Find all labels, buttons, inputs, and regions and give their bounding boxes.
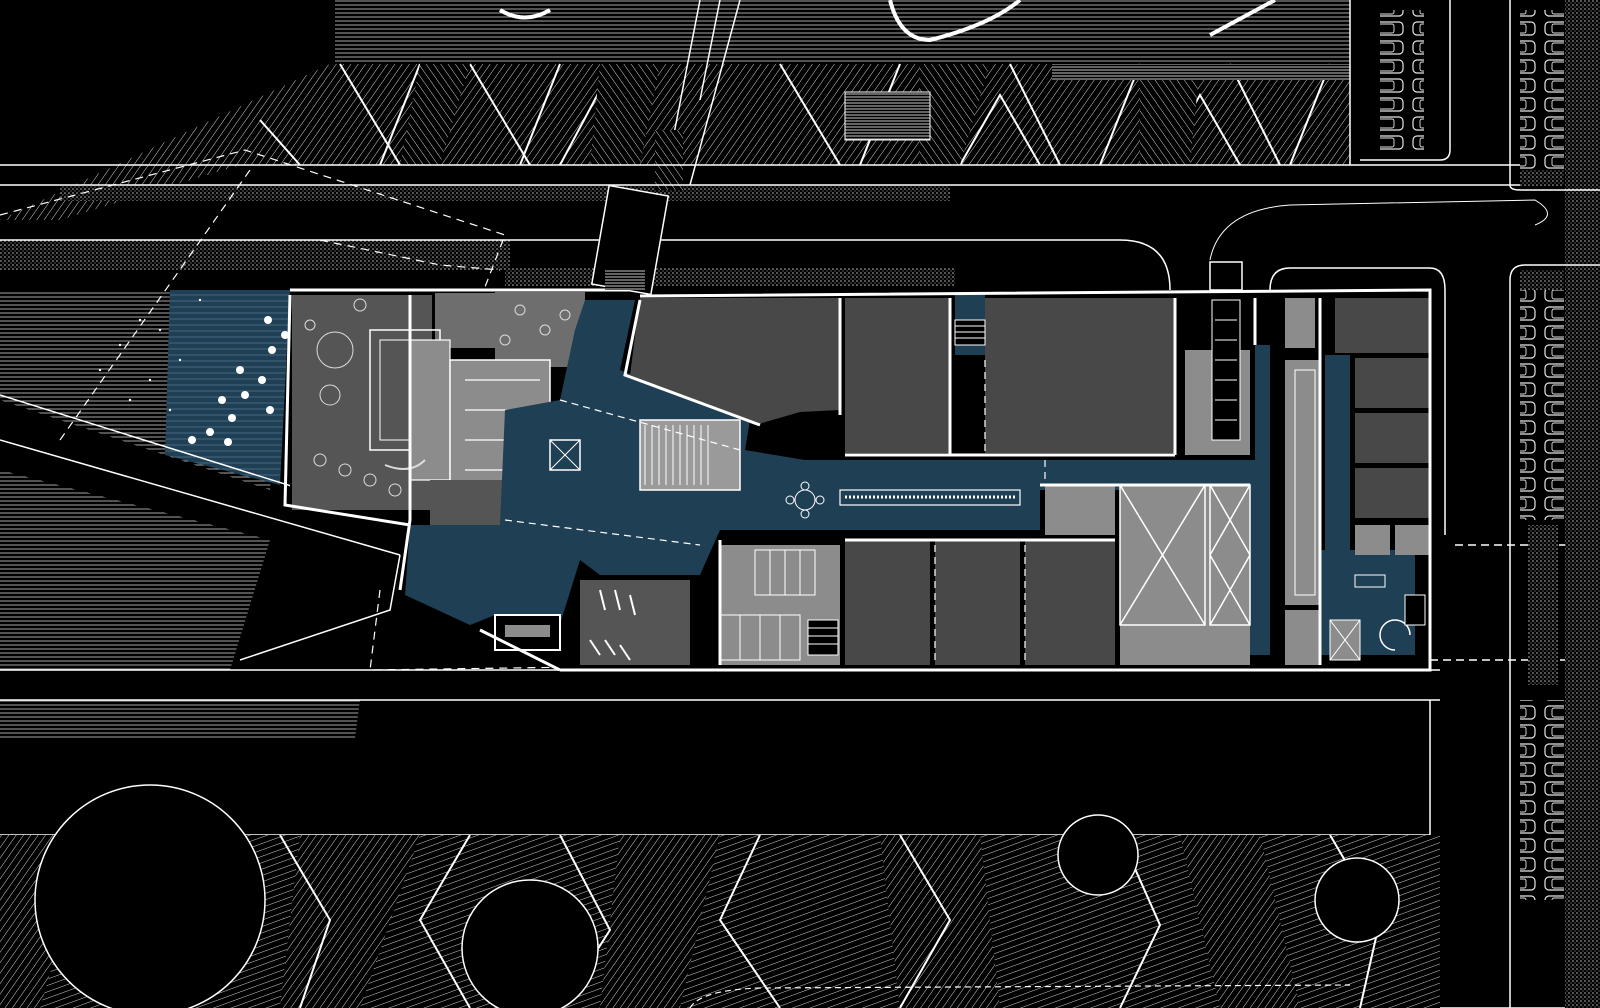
south-landscape: [0, 784, 1440, 1008]
loading-dock: [590, 184, 1243, 296]
north-landscape: [0, 0, 1350, 286]
east-parking: [1349, 0, 1600, 1008]
building: [283, 288, 1432, 672]
